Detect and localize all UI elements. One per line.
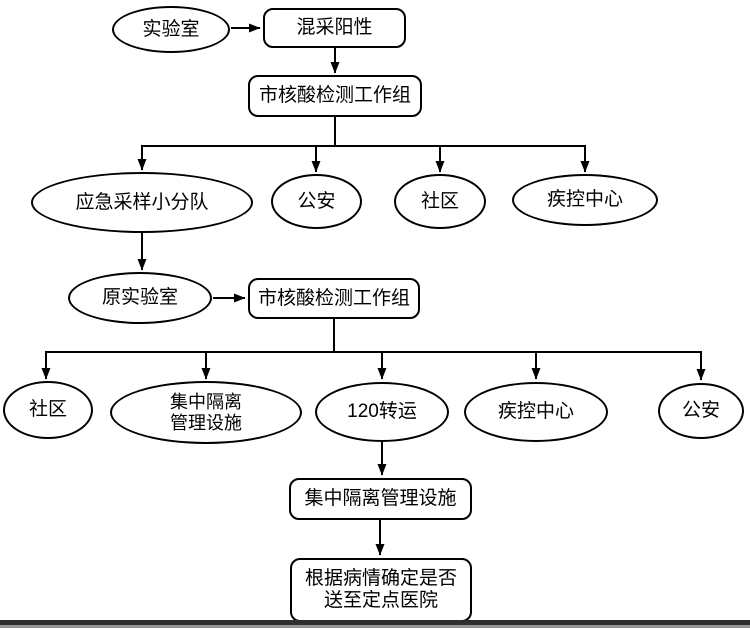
- node-label: 原实验室: [101, 287, 178, 309]
- node-label: 疾控中心: [497, 401, 574, 423]
- node-label: 疾控中心: [546, 189, 623, 211]
- node-emergency-team: 应急采样小分队: [31, 172, 253, 233]
- node-label: 公安: [297, 190, 336, 212]
- node-label: 应急采样小分队: [75, 191, 209, 213]
- node-transfer-120: 120转运: [315, 382, 449, 442]
- node-label: 社区: [28, 399, 67, 421]
- node-isolation-facility-1: 集中隔离 管理设施: [110, 381, 302, 444]
- bottom-border-bar: [0, 620, 750, 625]
- node-mixed-positive: 混采阳性: [263, 8, 406, 48]
- node-label: 市核酸检测工作组: [257, 287, 410, 309]
- node-cdc-2: 疾控中心: [464, 382, 608, 442]
- node-police-2: 公安: [658, 383, 744, 439]
- node-label: 集中隔离管理设施: [304, 488, 457, 510]
- node-label: 实验室: [142, 18, 200, 40]
- node-isolation-facility-2: 集中隔离管理设施: [289, 478, 472, 520]
- node-community-1: 社区: [394, 174, 486, 229]
- node-label-line1: 集中隔离: [170, 391, 242, 412]
- node-label: 公安: [681, 400, 720, 422]
- node-community-2: 社区: [3, 381, 93, 439]
- node-label-line2: 管理设施: [170, 412, 242, 433]
- node-original-lab: 原实验室: [68, 272, 212, 324]
- node-label: 社区: [420, 190, 459, 212]
- node-label-line2: 送至定点医院: [323, 590, 438, 611]
- node-police-1: 公安: [271, 174, 362, 229]
- node-label-line1: 根据病情确定是否: [304, 568, 457, 590]
- bottom-border-bar-highlight: [0, 625, 750, 628]
- node-hospital-decision: 根据病情确定是否 送至定点医院: [290, 558, 472, 622]
- node-working-group-1: 市核酸检测工作组: [248, 75, 422, 117]
- node-working-group-2: 市核酸检测工作组: [248, 278, 420, 319]
- node-label: 120转运: [347, 401, 417, 423]
- node-lab: 实验室: [112, 6, 230, 53]
- node-label: 混采阳性: [296, 17, 373, 39]
- node-cdc-1: 疾控中心: [512, 174, 658, 226]
- node-label: 市核酸检测工作组: [258, 85, 411, 107]
